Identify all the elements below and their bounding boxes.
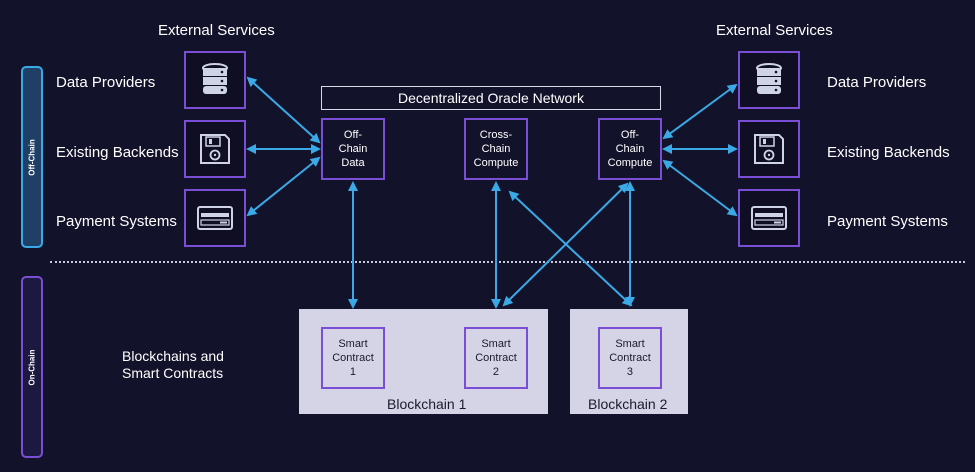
left-existing-backends-label: Existing Backends: [56, 144, 179, 161]
on-chain-tab: On-Chain: [21, 276, 43, 458]
external-services-right-title: External Services: [716, 22, 833, 39]
arrow-left-payment-systems: [246, 156, 321, 217]
blockchains-and-smart-contracts-label: Blockchains and Smart Contracts: [122, 348, 224, 381]
off-chain-data-node: Off- Chain Data: [321, 118, 385, 180]
smart-contract-2: Smart Contract 2: [464, 327, 528, 389]
decentralized-oracle-network-bar: Decentralized Oracle Network: [321, 86, 661, 110]
payment-card-icon: [197, 206, 233, 230]
smart-contract-1: Smart Contract 1: [321, 327, 385, 389]
right-data-providers-box: [738, 51, 800, 109]
cross-chain-compute-node: Cross- Chain Compute: [464, 118, 528, 180]
left-existing-backends-box: [184, 120, 246, 178]
arrow-right-payment-systems: [662, 159, 738, 217]
left-payment-systems-label: Payment Systems: [56, 213, 177, 230]
database-icon: [202, 63, 228, 94]
right-existing-backends-label: Existing Backends: [827, 144, 950, 161]
smart-contract-3: Smart Contract 3: [598, 327, 662, 389]
right-payment-systems-label: Payment Systems: [827, 213, 948, 230]
arrow-cross-chain-to-chain-2: [508, 190, 633, 307]
on-chain-tab-label: On-Chain: [27, 349, 37, 385]
off-chain-compute-node: Off- Chain Compute: [598, 118, 662, 180]
left-data-providers-box: [184, 51, 246, 109]
right-data-providers-label: Data Providers: [827, 74, 927, 91]
blockchain-2-label: Blockchain 2: [588, 396, 668, 412]
off-chain-on-chain-divider: [50, 261, 965, 263]
arrow-compute-to-chain-1: [502, 182, 629, 307]
off-chain-tab: Off-Chain: [21, 66, 43, 248]
payment-card-icon: [751, 206, 787, 230]
floppy-disk-icon: [200, 134, 230, 164]
left-payment-systems-box: [184, 189, 246, 247]
arrow-left-data-providers: [246, 76, 321, 144]
external-services-left-title: External Services: [158, 22, 275, 39]
blockchain-1-label: Blockchain 1: [387, 396, 467, 412]
arrow-right-data-providers: [662, 83, 738, 140]
floppy-disk-icon: [754, 134, 784, 164]
off-chain-tab-label: Off-Chain: [27, 138, 37, 176]
right-payment-systems-box: [738, 189, 800, 247]
database-icon: [756, 63, 782, 94]
right-existing-backends-box: [738, 120, 800, 178]
left-data-providers-label: Data Providers: [56, 74, 156, 91]
